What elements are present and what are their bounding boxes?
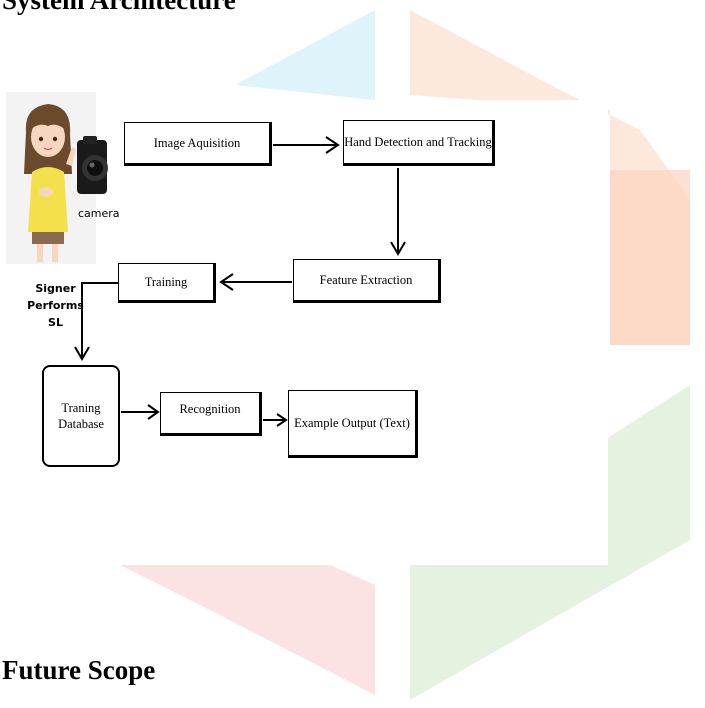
signer-label-line1: Signer Performs — [27, 282, 84, 312]
box-feature-extraction-label: Feature Extraction — [319, 273, 413, 287]
signer-label-line2: SL — [48, 316, 63, 329]
camera-icon — [77, 136, 108, 194]
box-recognition: Recognition — [160, 392, 262, 436]
signer-illustration — [6, 92, 96, 264]
box-hand-detection: Hand Detection and Tracking — [343, 120, 495, 166]
section-heading-architecture: System Architecture — [2, 0, 236, 15]
camera-label: camera — [78, 207, 120, 220]
box-feature-extraction: Feature Extraction — [293, 259, 441, 303]
watermark-cyan-segment — [235, 10, 375, 100]
figure-panel — [98, 100, 608, 565]
box-example-output: Example Output (Text) — [288, 390, 418, 458]
signer-label: Signer Performs SL — [8, 280, 103, 331]
box-hand-detection-label: Hand Detection and Tracking — [344, 135, 492, 149]
box-example-output-label: Example Output (Text) — [294, 416, 410, 430]
box-training-label: Training — [144, 275, 188, 289]
watermark-pink-segment — [120, 565, 375, 695]
box-training-database-line1: Traning — [61, 401, 101, 415]
box-training-database-line2: Database — [58, 417, 104, 431]
watermark-orange-segment — [610, 170, 690, 345]
box-image-acquisition-label: Image Aquisition — [153, 136, 241, 150]
box-image-acquisition: Image Aquisition — [124, 122, 272, 166]
box-training-database: Traning Database — [42, 365, 120, 467]
box-recognition-label: Recognition — [179, 402, 241, 416]
box-training: Training — [118, 263, 216, 303]
section-heading-future-scope: Future Scope — [2, 655, 156, 685]
signer-icon — [6, 92, 96, 264]
